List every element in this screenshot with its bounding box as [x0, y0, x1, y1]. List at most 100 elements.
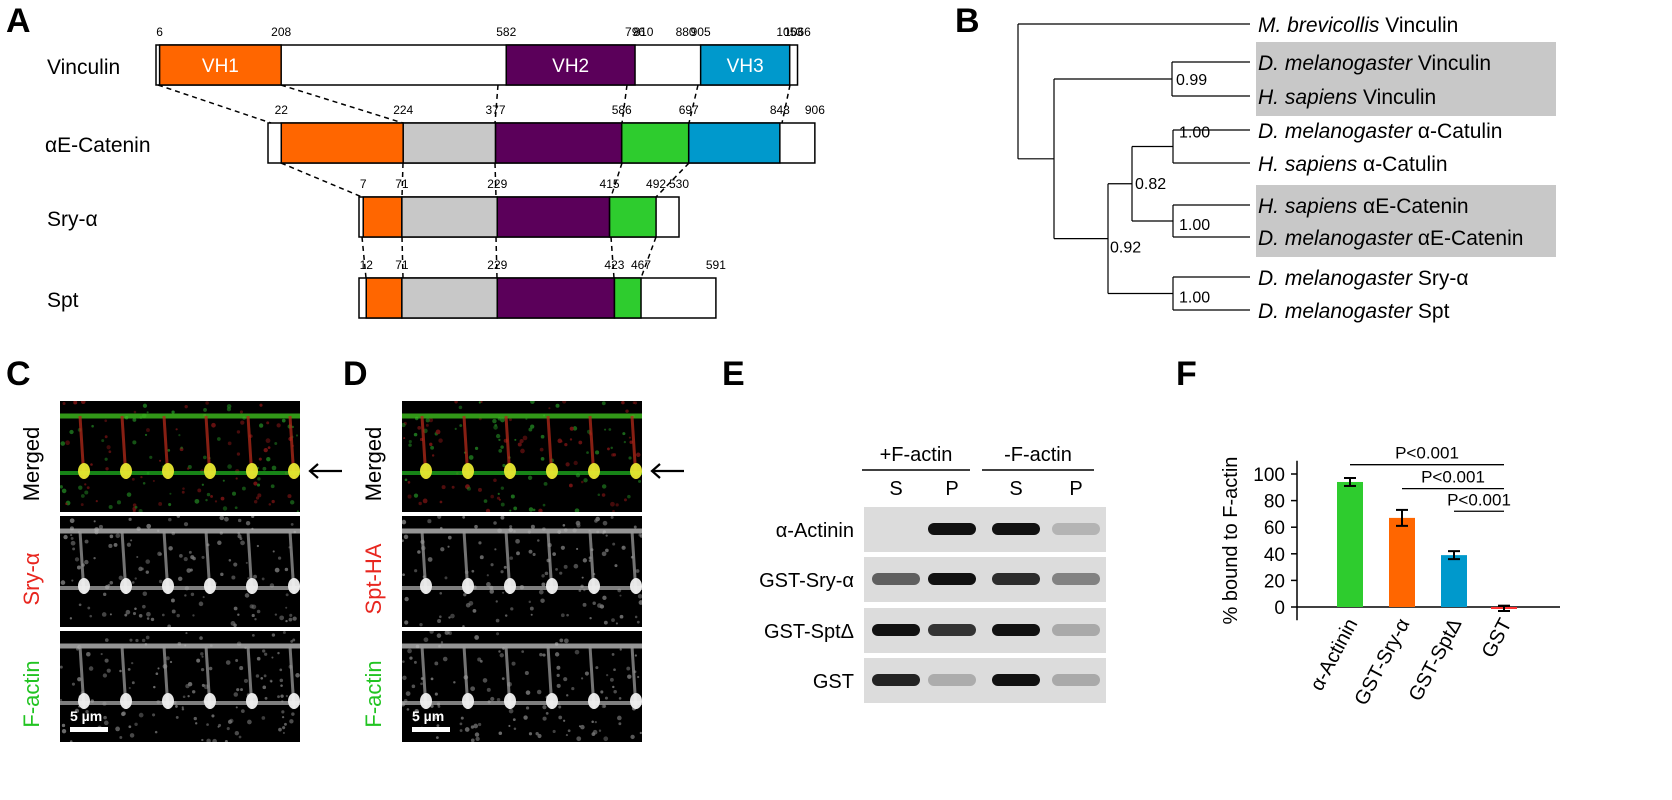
d-channel-label-2: F-actin	[361, 660, 386, 728]
leaf-label: H. sapiens Vinculin	[1258, 86, 1436, 109]
domain-vh2	[496, 277, 616, 319]
alignment-line	[655, 162, 690, 198]
domain-vh1	[365, 277, 403, 319]
panel-letter-c: C	[6, 355, 31, 393]
domain-vh2	[505, 44, 636, 86]
panel-letter-b: B	[955, 2, 980, 40]
protein-name: Spt	[47, 289, 79, 312]
domain-green	[608, 196, 657, 238]
phylogenetic-tree: 0.991.000.821.000.921.00M. brevicollis V…	[1017, 14, 1556, 323]
residue-number: 1053	[776, 25, 803, 39]
support-value: 1.00	[1179, 217, 1210, 234]
blot-row-label: α-Actinin	[776, 520, 854, 542]
support-value: 1.00	[1179, 125, 1210, 142]
residue-number: 591	[706, 258, 726, 272]
blot-band	[1052, 624, 1100, 636]
support-value: 0.82	[1135, 176, 1166, 193]
protein-name: Vinculin	[47, 56, 120, 79]
c-scale-bar-label: 5 µm	[70, 708, 102, 724]
blot-lane-label: P	[1069, 478, 1082, 500]
d-channel-label-0: Merged	[361, 426, 386, 502]
blot-band	[872, 674, 920, 686]
residue-number: 229	[487, 177, 507, 191]
blot-lane-label: S	[889, 478, 902, 500]
blot-band	[1052, 674, 1100, 686]
protein-name: Sry-α	[47, 208, 98, 231]
residue-number: 697	[679, 103, 699, 117]
blot-band	[872, 573, 920, 585]
alignment-line	[157, 84, 272, 124]
blot-band	[928, 523, 976, 535]
alignment-line	[688, 84, 699, 124]
residue-number: 906	[805, 103, 825, 117]
leaf-label: D. melanogaster Spt	[1258, 300, 1450, 323]
y-tick-label: 40	[1264, 545, 1285, 566]
blot-band	[872, 624, 920, 636]
c-micrograph-1	[60, 516, 300, 627]
d-arrow-icon	[650, 463, 684, 479]
p-value-label: P<0.001	[1447, 490, 1511, 509]
d-micrograph-0	[402, 401, 642, 512]
leaf-label: D. melanogaster α-Catulin	[1258, 120, 1502, 143]
domain-vh2	[494, 122, 623, 164]
residue-number: 530	[669, 177, 689, 191]
residue-number: 582	[496, 25, 516, 39]
residue-number: 423	[604, 258, 624, 272]
d-micrograph-2: 5 µm	[402, 631, 642, 742]
x-tick-label: α-Actinin	[1306, 615, 1362, 694]
alignment-line	[495, 236, 498, 279]
residue-number: 224	[393, 103, 413, 117]
residue-number: 415	[600, 177, 620, 191]
alignment-line	[361, 236, 367, 279]
residue-number: 12	[360, 258, 374, 272]
leaf-label: M. brevicollis Vinculin	[1258, 14, 1458, 37]
residue-number: 848	[770, 103, 790, 117]
clade-highlight	[1256, 185, 1556, 257]
blot-band	[1052, 523, 1100, 535]
support-value: 1.00	[1179, 290, 1210, 307]
blot-band	[928, 624, 976, 636]
blot-lane-label: S	[1009, 478, 1022, 500]
y-tick-label: 60	[1264, 518, 1285, 539]
blot-group-label: +F-actin	[880, 444, 953, 466]
y-tick-label: 80	[1264, 492, 1285, 513]
alignment-line	[280, 162, 363, 198]
y-tick-label: 20	[1264, 571, 1285, 592]
x-tick-label: GST-SptΔ	[1405, 615, 1467, 705]
blot-row-label: GST-Sry-α	[759, 570, 854, 592]
c-arrow-icon	[308, 463, 342, 479]
residue-number: 208	[271, 25, 291, 39]
alignment-line	[640, 236, 657, 279]
domain-green	[620, 122, 690, 164]
residue-number: 377	[486, 103, 506, 117]
bar-0	[1337, 481, 1363, 607]
domain-vh1	[362, 196, 403, 238]
residue-number: 586	[612, 103, 632, 117]
residue-number: 229	[487, 258, 507, 272]
blot-band	[992, 523, 1040, 535]
alignment-line	[401, 236, 404, 279]
domain-linker	[401, 277, 499, 319]
blot-band	[928, 674, 976, 686]
domain-linker	[401, 196, 499, 238]
residue-number: 905	[691, 25, 711, 39]
blot-band	[1052, 573, 1100, 585]
d-micrograph-1	[402, 516, 642, 627]
domain-vh1	[158, 44, 282, 86]
panel-letter-e: E	[722, 355, 745, 393]
c-channel-label-2: F-actin	[19, 660, 44, 728]
c-micrograph-0	[60, 401, 300, 512]
c-micrograph-2: 5 µm	[60, 631, 300, 742]
leaf-label: D. melanogaster αE-Catenin	[1258, 227, 1523, 250]
domain-vh2	[496, 196, 611, 238]
domain-label: VH2	[552, 56, 589, 77]
leaf-label: D. melanogaster Vinculin	[1258, 52, 1491, 75]
d-channel-label-1: Spt-HA	[361, 543, 386, 615]
blot-lane-label: P	[945, 478, 958, 500]
residue-number: 796	[625, 25, 645, 39]
